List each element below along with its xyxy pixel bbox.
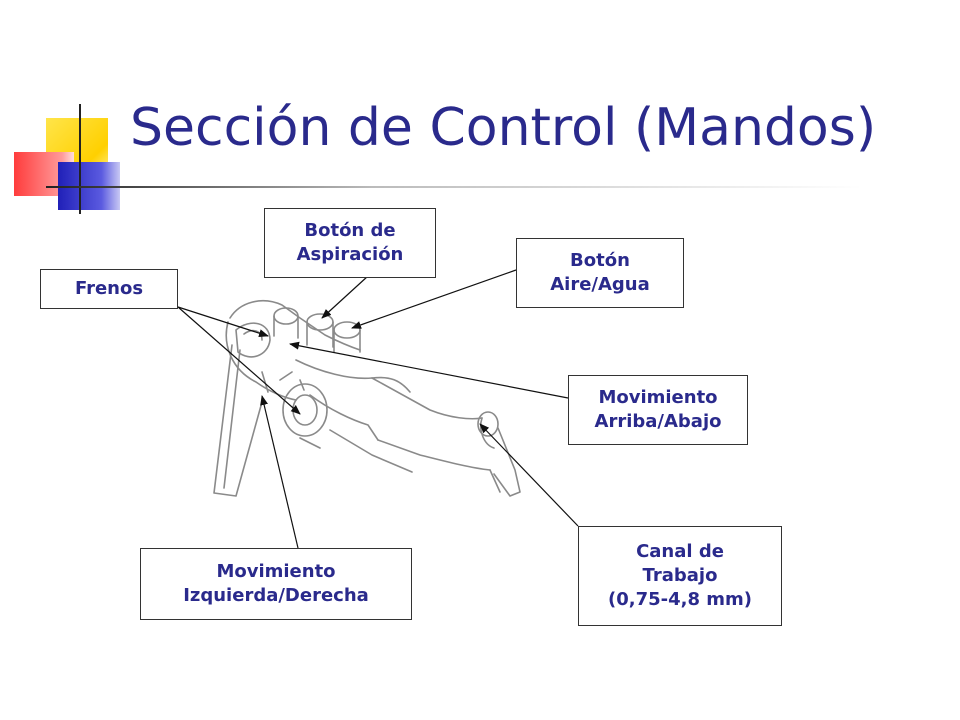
- label-boton-aspiracion: Botón de Aspiración: [264, 208, 436, 278]
- decor-vertical-line: [79, 104, 81, 214]
- label-movimiento-izquierda-derecha: Movimiento Izquierda/Derecha: [140, 548, 412, 620]
- leader-canal: [479, 423, 579, 527]
- leader-aire-agua: [351, 269, 517, 329]
- decor-horizontal-line: [46, 186, 862, 188]
- label-boton-aire-agua: Botón Aire/Agua: [516, 238, 684, 308]
- leader-aspiracion: [321, 275, 369, 319]
- leader-arriba-abajo: [289, 341, 569, 399]
- label-canal-de-trabajo: Canal de Trabajo (0,75-4,8 mm): [578, 526, 782, 626]
- endoscope-body: [213, 300, 521, 497]
- leader-izq-der: [260, 395, 299, 549]
- label-movimiento-arriba-abajo: Movimiento Arriba/Abajo: [568, 375, 748, 445]
- leader-frenos-2: [177, 306, 301, 415]
- leader-frenos-1: [177, 306, 269, 338]
- label-frenos: Frenos: [40, 269, 178, 309]
- page-title: Sección de Control (Mandos): [130, 98, 877, 158]
